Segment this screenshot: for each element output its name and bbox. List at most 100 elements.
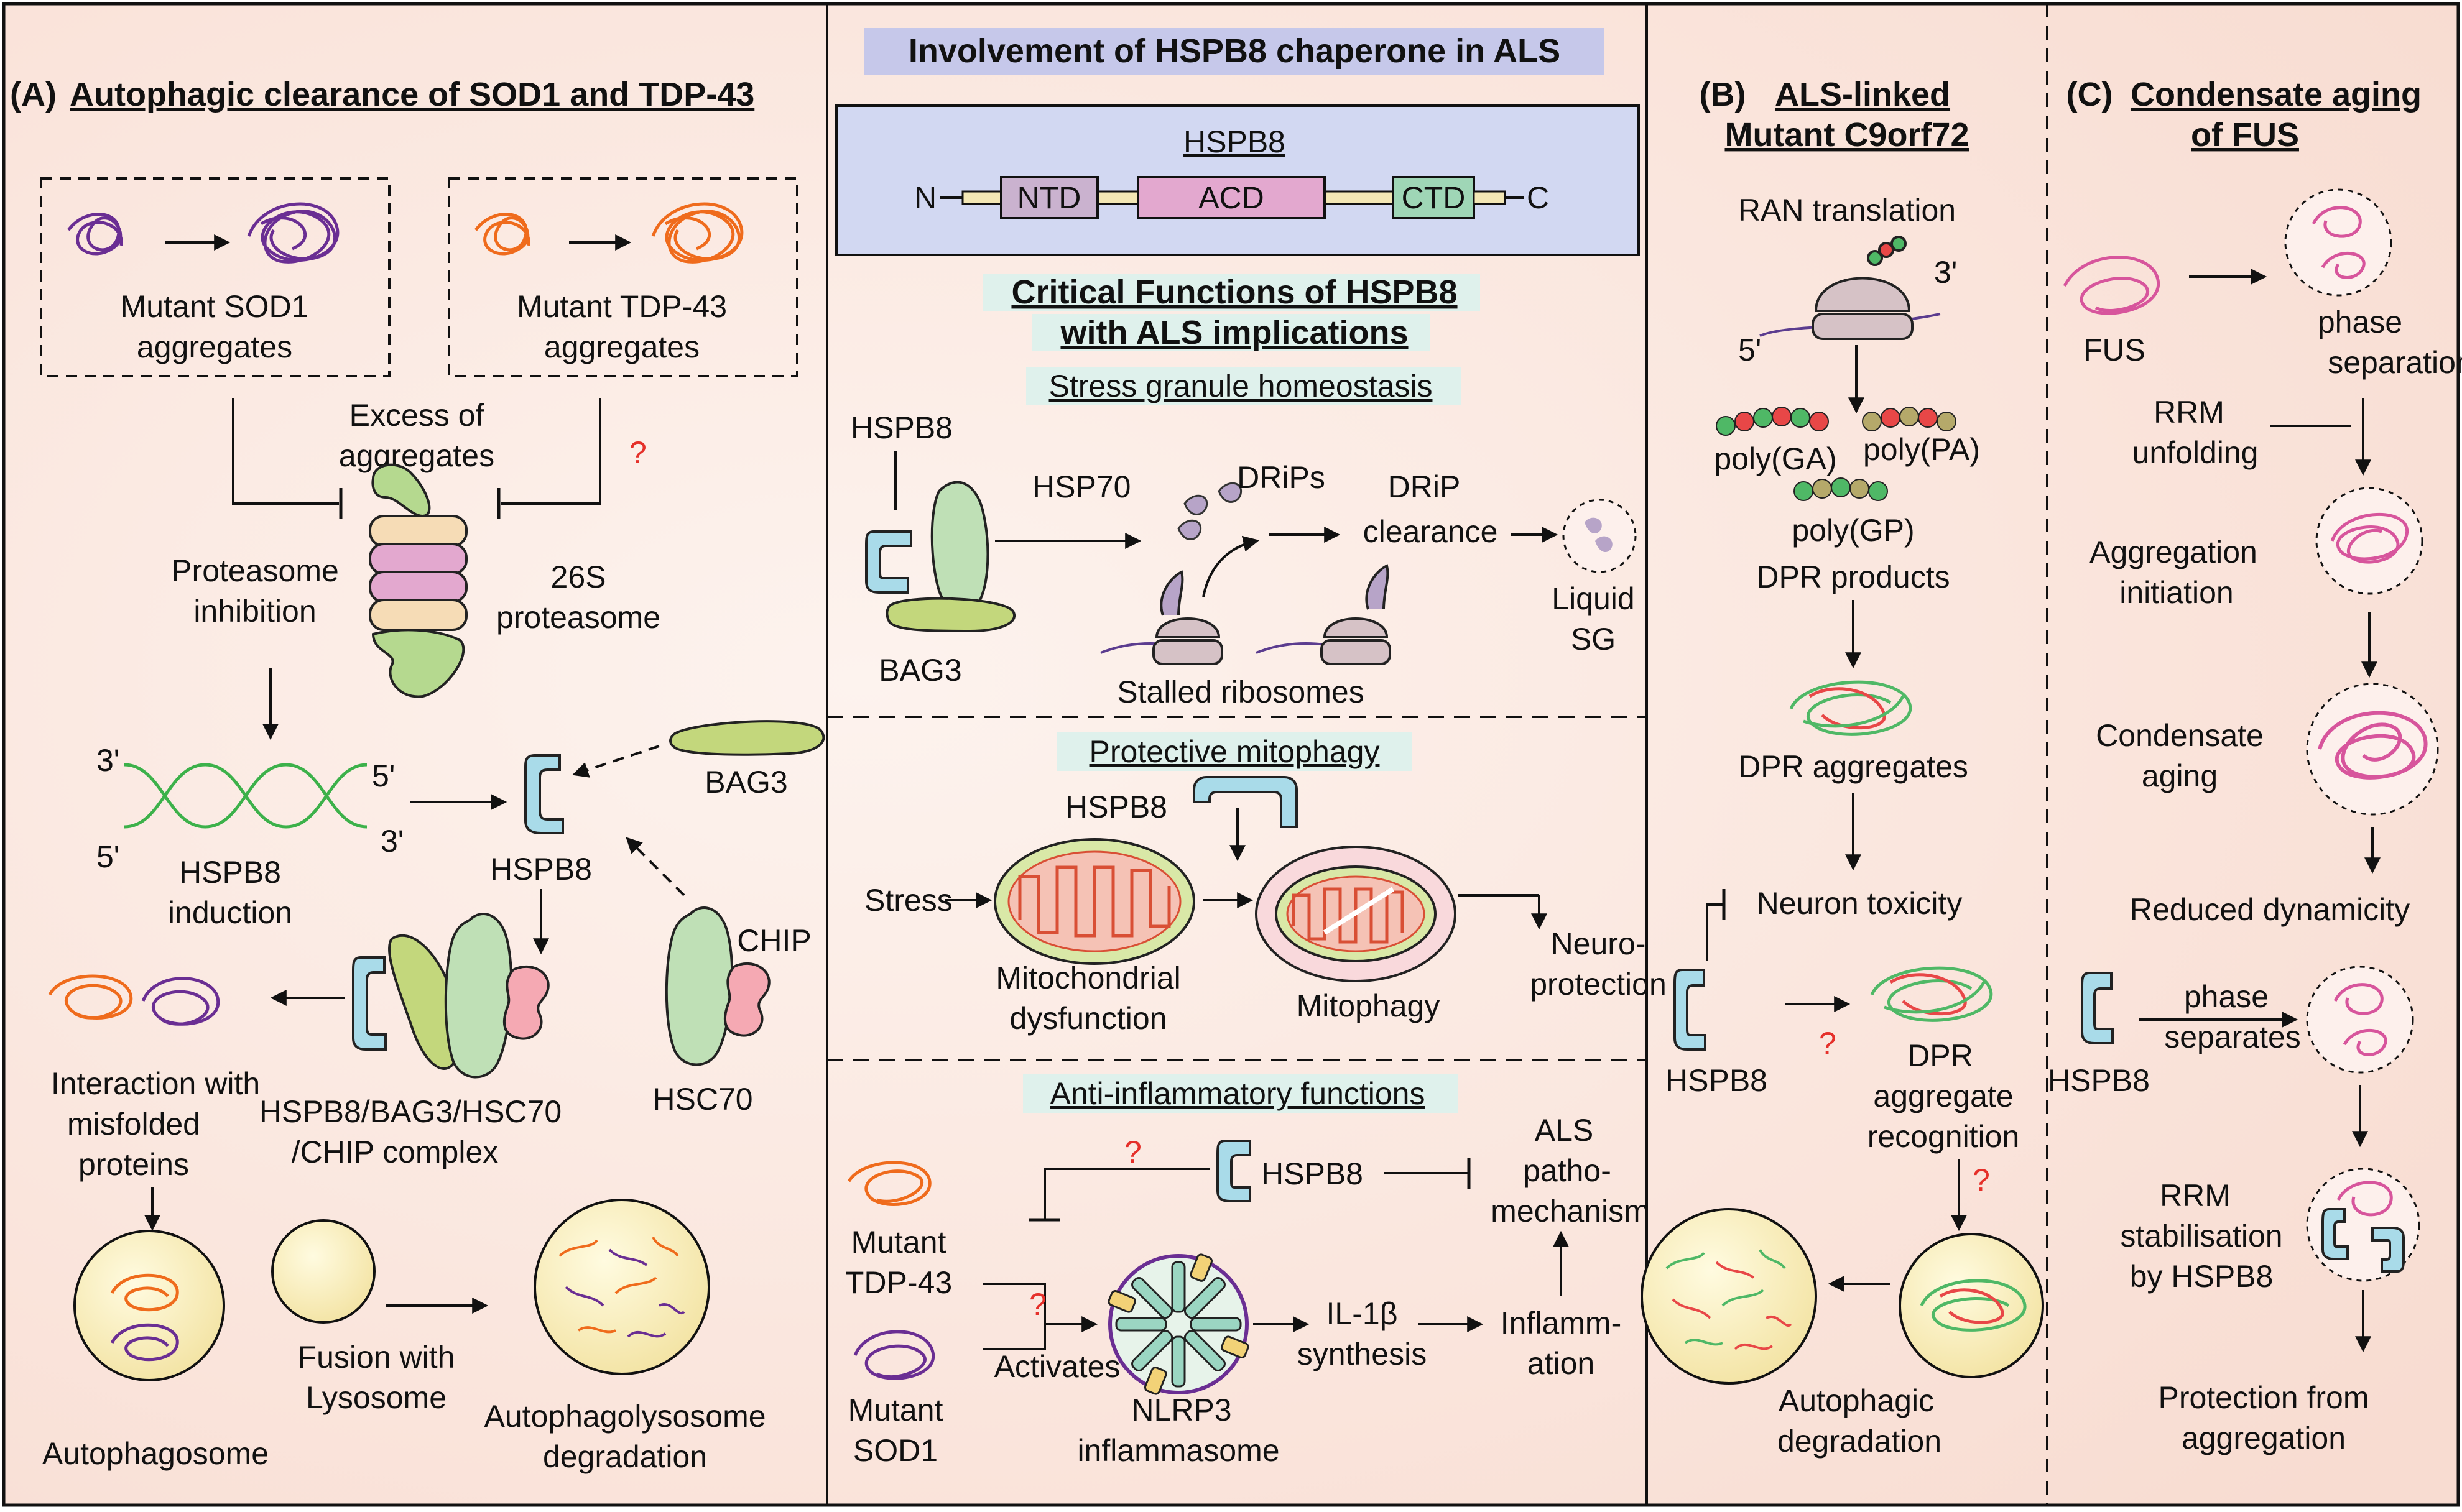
rrm-label-2: unfolding: [2132, 435, 2259, 470]
poly-gp-label: poly(GP): [1792, 513, 1914, 548]
recognition-label-2: aggregate: [1873, 1079, 2013, 1113]
c-hspb8-label: HSPB8: [2048, 1063, 2150, 1098]
panel-c-prefix: (C): [2066, 76, 2113, 113]
poly-ga-chain: [1716, 407, 1829, 436]
inflam-title-bg: [1023, 1074, 1458, 1113]
panel-b-title-2: Mutant C9orf72: [1724, 116, 1969, 154]
mito-hspb8-label: HSPB8: [1065, 790, 1167, 824]
panel-a: (A) Autophagic clearance of SOD1 and TDP…: [10, 76, 825, 1474]
aggregation-droplet: [2315, 487, 2423, 595]
panel-c: (C) Condensate aging of FUS FUS phase se…: [2048, 76, 2462, 1455]
inflam-tdp-aggregate: [847, 1161, 932, 1206]
condensate-droplet: [2306, 683, 2439, 816]
excess-label-1: Excess of: [349, 398, 484, 433]
poly-pa-label: poly(PA): [1863, 432, 1980, 467]
inflam-activate-arrow: [983, 1316, 1098, 1350]
proteasome-label-2: proteasome: [496, 600, 660, 635]
phase-droplet-1: [2284, 188, 2392, 297]
sg-bag3-label: BAG3: [879, 653, 961, 688]
tdp-box: [448, 177, 798, 377]
dna-3prime-bottom: 3': [381, 824, 404, 859]
agg-label-2: initiation: [2119, 575, 2233, 610]
panel-b: (B) ALS-linked Mutant C9orf72 RAN transl…: [1641, 76, 2044, 1459]
sg-hsp70-label: HSP70: [1032, 469, 1131, 504]
chip-label-a: CHIP: [737, 923, 811, 958]
acd-label: ACD: [1198, 180, 1264, 215]
autolyso-label-2: degradation: [543, 1439, 707, 1474]
interaction-label-1: Interaction with: [51, 1066, 260, 1101]
tdp-large-aggregate: [651, 202, 744, 264]
hspb8-bracket-a: [524, 754, 564, 834]
inflam-q-inhibit-line: [1044, 1168, 1210, 1219]
recognition-label-1: DPR: [1907, 1038, 1973, 1073]
proteasome-inhibition-2: inhibition: [193, 594, 316, 629]
inflam-nlrp3-label-1: NLRP3: [1131, 1393, 1231, 1427]
hsc70-shape-a: [665, 906, 734, 1066]
sg-drips-label: DRiPs: [1237, 460, 1325, 495]
dysfunctional-mitochondrion: [994, 838, 1195, 965]
critical-title-1: Critical Functions of HSPB8: [1011, 274, 1457, 311]
misfolded-purple: [141, 977, 220, 1026]
cond-label-1: Condensate: [2096, 718, 2264, 753]
sod1-inhibit-line: [232, 398, 339, 505]
condensate-droplet-content: [2318, 711, 2428, 780]
inflam-sod-label-2: SOD1: [853, 1433, 938, 1468]
dpr-aggregate-1: [1789, 680, 1912, 736]
sod1-box: [40, 177, 391, 377]
cond-label-2: aging: [2142, 758, 2218, 793]
sg-drip-label-2: clearance: [1363, 514, 1498, 549]
liquid-sg-circle: [1562, 499, 1637, 573]
b-question-2: ?: [1973, 1163, 1990, 1197]
sg-liquid-label-2: SG: [1571, 622, 1616, 657]
mito-mitophagy-label: Mitophagy: [1297, 989, 1440, 1023]
b-hspb8-bracket: [1673, 969, 1706, 1051]
mito-neuro-label-1: Neuro-: [1551, 926, 1646, 961]
panel-b-prefix: (B): [1700, 76, 1746, 113]
acd-box: [1137, 176, 1326, 219]
stabilised-hspb8-1: [2321, 1208, 2349, 1260]
b-degradation-circle: [1641, 1208, 1817, 1385]
b-autophagosome: [1899, 1233, 2044, 1378]
b-question-1: ?: [1819, 1026, 1836, 1061]
critical-title-2: with ALS implications: [1060, 314, 1408, 351]
autophagosome-label: Autophagosome: [42, 1436, 269, 1471]
b-degradation-fragments: [1665, 1248, 1792, 1350]
protect-label-1: Protection from: [2158, 1380, 2369, 1415]
ntd-box: [1000, 176, 1099, 219]
dna-helix: [124, 763, 368, 829]
ctd-label: CTD: [1402, 180, 1466, 215]
sg-hsp70-shape: [930, 481, 989, 614]
main-title-box: [864, 28, 1604, 75]
main-title: Involvement of HSPB8 chaperone in ALS: [909, 32, 1560, 70]
phase-droplet-1-content: [2312, 206, 2366, 279]
proteasome-inhibition-1: Proteasome: [171, 553, 339, 588]
sod1-label-2: aggregates: [137, 330, 292, 364]
tdp-inhibit-line: [501, 398, 601, 505]
fus-label: FUS: [2083, 333, 2145, 367]
recognition-label-3: recognition: [1867, 1119, 2020, 1154]
complex-label-1: HSPB8/BAG3/HSC70: [259, 1094, 562, 1129]
stabilised-hspb8-2: [2371, 1227, 2405, 1273]
b-autophagic-label-1: Autophagic: [1779, 1383, 1934, 1418]
inflam-tdp-line: [983, 1283, 1046, 1324]
nlrp3-inflammasome: [1108, 1253, 1249, 1395]
tdp-label-1: Mutant TDP-43: [517, 289, 727, 324]
dna-3prime-top: 3': [96, 743, 119, 778]
ran-3prime: 3': [1934, 255, 1957, 290]
rrm-label-1: RRM: [2154, 395, 2224, 430]
autophagosome-orange: [110, 1273, 179, 1312]
critical-title-bg-1: [983, 274, 1480, 311]
fusion-label-1: Fusion with: [298, 1340, 455, 1375]
lysosome-circle: [271, 1219, 376, 1324]
inflam-hspb8-label: HSPB8: [1261, 1156, 1363, 1191]
ran-label: RAN translation: [1738, 193, 1956, 228]
hsc70-dashed-arrow: [626, 837, 685, 897]
stalled-ribosome-1: [1100, 570, 1223, 665]
inflam-activates-label: Activates: [994, 1349, 1121, 1384]
excess-label-2: aggregates: [339, 438, 494, 473]
induction-label-2: induction: [168, 895, 292, 930]
autophagosome-purple: [110, 1323, 179, 1362]
poly-pa-chain: [1862, 407, 1956, 431]
panel-a-prefix: (A): [10, 76, 57, 113]
